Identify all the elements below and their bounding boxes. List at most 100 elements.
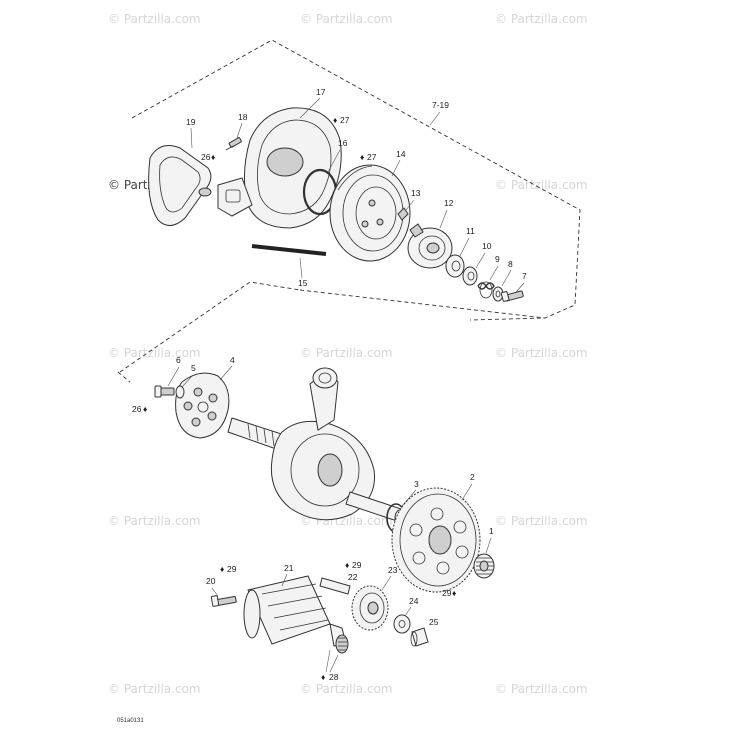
leader-line [501, 269, 512, 287]
watermark: © Partzilla.com [108, 682, 201, 696]
part-10-ring[interactable] [462, 266, 478, 286]
drop-icon: ♦ [143, 404, 148, 414]
leader-line [485, 537, 492, 554]
leader-line [515, 282, 525, 293]
leader-line [429, 111, 441, 126]
part-17-starter-housing[interactable] [217, 107, 342, 229]
callout-24: 24 [409, 596, 419, 606]
leader-line [439, 209, 448, 229]
callout-29a: 29 [442, 588, 452, 598]
leader-line [475, 252, 486, 269]
leader-line [489, 265, 499, 281]
leader-line [211, 587, 219, 597]
part-22-shaft[interactable] [319, 577, 351, 595]
assembly-boundary-left [119, 281, 301, 373]
leader-line [459, 237, 470, 257]
callout-10: 10 [482, 241, 492, 251]
part-5-washer[interactable] [175, 385, 185, 399]
callout-12: 12 [444, 198, 454, 208]
part-25-bushing[interactable] [410, 627, 429, 647]
drop-icon: ♦ [345, 560, 350, 570]
part-1-bearing[interactable] [473, 553, 495, 579]
callout-2: 2 [470, 472, 475, 482]
part-21-starter-motor[interactable] [243, 575, 349, 654]
callout-8: 8 [508, 259, 513, 269]
callout-25: 25 [429, 617, 439, 627]
callout-29c: 29 [227, 564, 237, 574]
leader-line [391, 159, 401, 177]
diagram-code: 051a0131 [117, 718, 144, 724]
callout-4: 4 [230, 355, 235, 365]
leader-line [461, 483, 473, 501]
leader-line [404, 606, 412, 617]
callout-11: 11 [466, 226, 475, 236]
part-4-plate[interactable] [175, 372, 230, 439]
callout-26a: 26 [201, 152, 211, 162]
part-24-washer[interactable] [393, 614, 411, 634]
callout-18: 18 [238, 112, 248, 122]
watermark: © Partzilla.com [300, 346, 393, 360]
part-7-bolt[interactable] [500, 290, 524, 302]
watermark: © Partzilla.com [300, 12, 393, 26]
callout-27b: 27 [367, 152, 377, 162]
part-20-bolt[interactable] [210, 595, 237, 607]
watermark: © Partzilla.com [495, 682, 588, 696]
callout-27a: 27 [340, 115, 350, 125]
part-15-rope[interactable] [251, 244, 327, 256]
assembly-boundary-tick [117, 371, 131, 383]
part-18-bolt[interactable] [225, 137, 242, 151]
leader-line [327, 149, 341, 173]
part-19-handle[interactable] [148, 145, 212, 226]
callout-1: 1 [489, 526, 494, 536]
callout-6: 6 [176, 355, 181, 365]
crankshaft[interactable] [227, 367, 406, 527]
part-2-ring-gear[interactable] [391, 487, 481, 593]
leader-line [281, 573, 288, 587]
callout-22: 22 [348, 572, 358, 582]
part-23-idler-gear[interactable] [351, 585, 389, 631]
assembly-boundary-upper [131, 39, 581, 321]
leader-line [299, 257, 303, 279]
part-14-pulley[interactable] [329, 164, 411, 262]
callout-16: 16 [338, 138, 348, 148]
watermark: © Partzilla.com [108, 514, 201, 528]
leader-line [190, 127, 193, 149]
part-12-ratchet[interactable] [407, 223, 453, 269]
leader-line [405, 199, 415, 211]
watermark: © Partzilla.com [300, 682, 393, 696]
callout-7: 7 [522, 271, 527, 281]
drop-icon: ♦ [452, 588, 457, 598]
group-label: 7-19 [432, 100, 449, 110]
watermark: © Partzilla.com [108, 346, 201, 360]
part-11-washer[interactable] [445, 254, 465, 278]
callout-28: 28 [329, 672, 339, 682]
callout-26b: 26 [132, 404, 142, 414]
watermark: © Partzilla.com [495, 178, 588, 192]
leader-line [219, 365, 233, 381]
part-9-spring[interactable] [477, 281, 495, 299]
leader-line [181, 374, 194, 388]
drop-icon: ♦ [333, 115, 338, 125]
callout-23: 23 [388, 565, 398, 575]
leader-line [325, 649, 331, 673]
leader-line [299, 97, 321, 119]
drop-icon: ♦ [321, 672, 326, 682]
callout-14: 14 [396, 149, 406, 159]
drop-icon: ♦ [360, 152, 365, 162]
callout-17: 17 [316, 87, 326, 97]
drop-icon: ♦ [220, 564, 225, 574]
part-13-pin[interactable] [397, 207, 409, 221]
callout-29b: 29 [352, 560, 362, 570]
watermark: © Partzilla.com [495, 514, 588, 528]
leader-line [167, 366, 180, 387]
watermark: © Partzilla.com [495, 346, 588, 360]
watermark: © Partzilla.com [108, 12, 201, 26]
callout-3: 3 [414, 479, 419, 489]
leader-line [236, 122, 243, 139]
callout-21: 21 [284, 563, 294, 573]
callout-15: 15 [298, 278, 308, 288]
callout-9: 9 [495, 254, 500, 264]
part-6-bolt[interactable] [154, 385, 175, 398]
